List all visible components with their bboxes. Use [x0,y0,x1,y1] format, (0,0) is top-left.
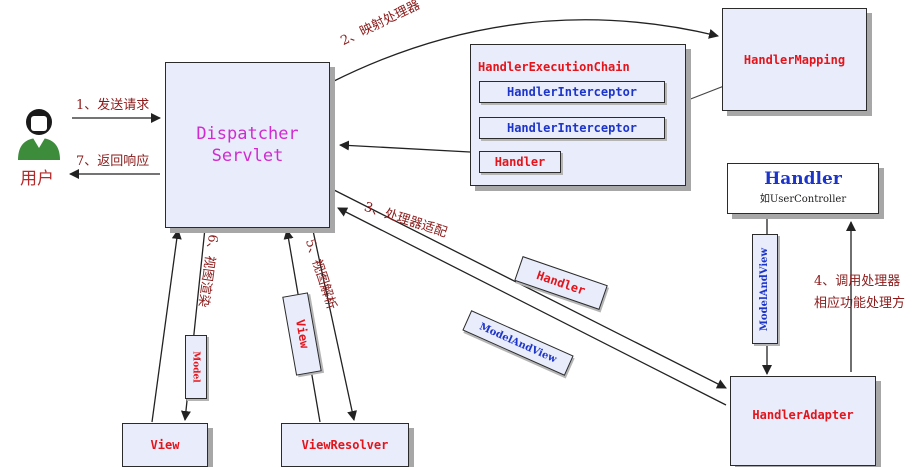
step-4-label-line1: 4、调用处理器 [814,274,901,289]
model-tag-label: Model [191,351,201,383]
dispatcher-title-line1: Dispatcher [196,124,299,144]
step-7-label: 7、返回响应 [76,154,150,169]
arrow-resolve-view [311,225,357,421]
handler-execution-chain-box[interactable]: HandlerExecutionChain HandlerInterceptor… [470,44,686,186]
view-resolver-title: ViewResolver [301,438,389,452]
chain-interceptor-1[interactable]: HandlerInterceptor [479,81,665,103]
dispatcher-title-line2: Servlet [211,146,284,166]
handler-subtitle: 如UserController [759,194,847,205]
line-mapping-to-chain [687,85,725,101]
chain-interceptor-2[interactable]: HandlerInterceptor [479,117,665,139]
handler-box[interactable]: Handler 如UserController [727,163,879,214]
chain-title: HandlerExecutionChain [478,60,630,74]
handler-mapping-box[interactable]: HandlerMapping [722,8,867,111]
handler-mapping-title: HandlerMapping [743,52,846,67]
handler-adapter-box[interactable]: HandlerAdapter [730,376,876,466]
view-resolver-box[interactable]: ViewResolver [281,423,409,467]
user-icon [18,109,60,160]
view-tag-label: View [292,318,312,350]
chain-handler-label: Handler [494,155,546,169]
chain-handler[interactable]: Handler [479,151,561,173]
handler-title: Handler [764,169,842,189]
chain-interceptor-1-label: HandlerInterceptor [506,85,638,99]
view-box[interactable]: View [122,423,208,467]
dispatcher-servlet-box[interactable]: Dispatcher Servlet [165,62,330,228]
model-and-view-vertical-tag: ModelAndView [752,234,778,344]
user-label: 用户 [20,169,54,189]
step-4-label-line2: 相应功能处理方 [814,296,906,311]
handler-adapter-title: HandlerAdapter [752,408,854,422]
user-actor: 用户 [14,104,64,194]
step-1-label: 1、发送请求 [76,98,150,113]
model-tag: Model [185,335,207,399]
model-and-view-vertical-label: ModelAndView [759,247,771,331]
arrow-model-and-view-return [337,207,727,406]
arrow-adapt-handler [333,189,727,389]
arrow-chain-to-dispatcher [339,140,471,153]
chain-interceptor-2-label: HandlerInterceptor [506,121,638,135]
arrow-map-handler [331,19,719,83]
arrow-view-to-dispatcher [151,229,182,423]
view-title: View [150,438,180,452]
